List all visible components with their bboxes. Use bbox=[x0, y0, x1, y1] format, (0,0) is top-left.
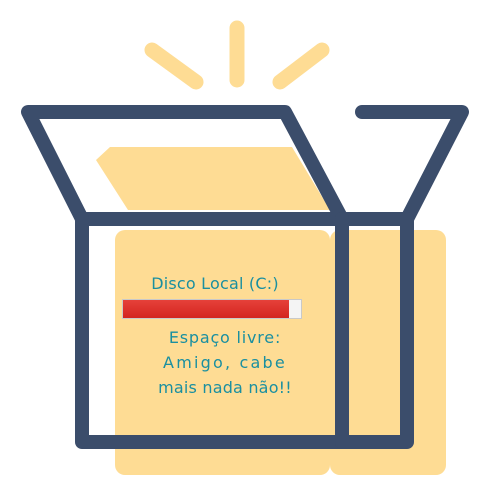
disk-usage-bar bbox=[122, 299, 302, 319]
box-outline bbox=[21, 105, 469, 449]
box-fill bbox=[96, 147, 446, 475]
disk-label: Disco Local (C:) bbox=[151, 274, 279, 293]
free-space-label: Espaço livre: bbox=[168, 328, 282, 347]
free-space-message-line-1: Amigo, cabe bbox=[163, 353, 287, 372]
free-space-message-line-2: mais nada não!! bbox=[158, 378, 292, 397]
burst-rays-icon bbox=[144, 20, 330, 90]
disk-usage-fill bbox=[123, 300, 289, 318]
